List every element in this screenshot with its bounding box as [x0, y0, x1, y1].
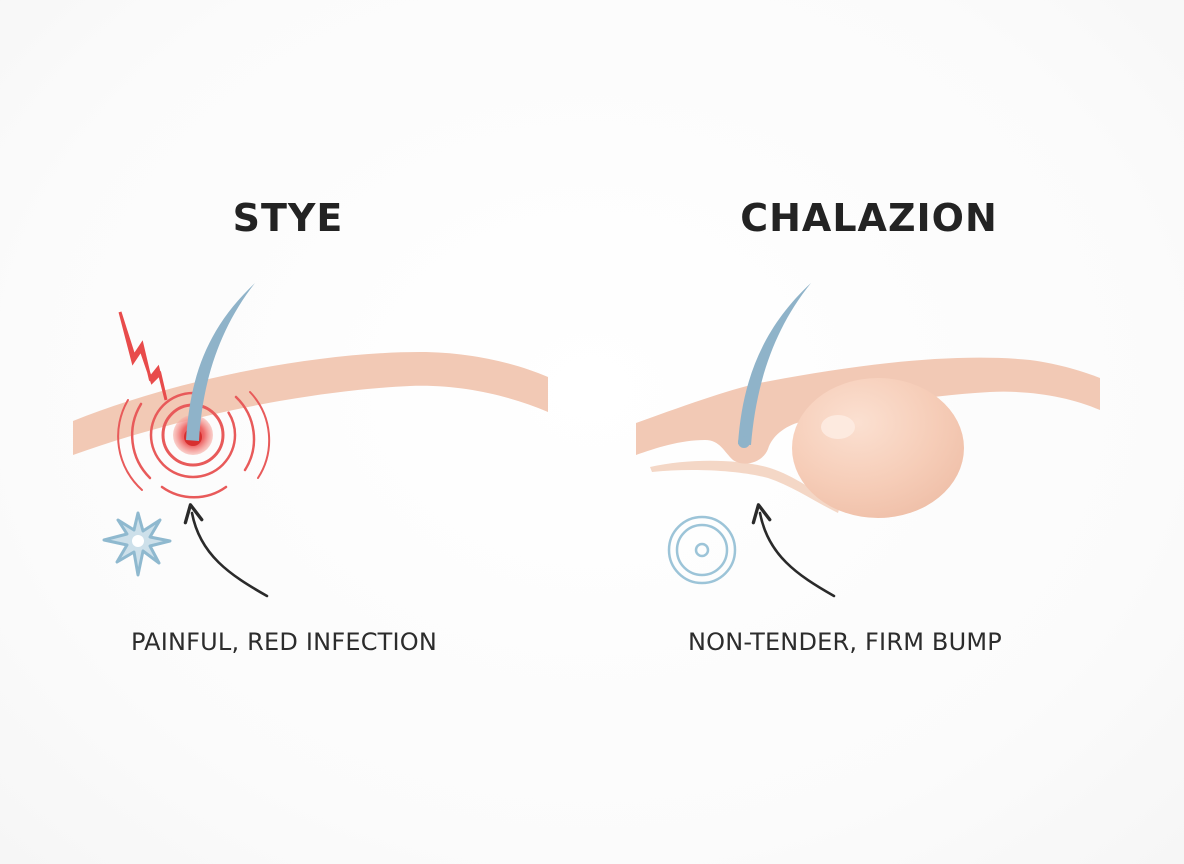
- chalazion-lower-lid-line: [650, 460, 840, 513]
- chalazion-eyelash: [738, 283, 811, 445]
- stye-illustration: [73, 283, 548, 598]
- concentric-circle-icon: [667, 515, 737, 585]
- chalazion-pointer-arrow: [751, 503, 836, 598]
- stye-eyelid: [73, 352, 548, 455]
- chalazion-caption: NON-TENDER, FIRM BUMP: [688, 628, 1002, 656]
- starburst-icon: [102, 511, 172, 577]
- lightning-bolt-icon: [118, 311, 168, 401]
- chalazion-bump: [792, 378, 964, 518]
- stye-pointer-arrow: [183, 503, 269, 598]
- stye-caption: PAINFUL, RED INFECTION: [130, 628, 438, 656]
- chalazion-eyelid: [636, 357, 1100, 464]
- chalazion-illustration: [636, 283, 1100, 598]
- bump-highlight: [821, 415, 855, 439]
- stye-title: STYE: [232, 196, 344, 240]
- stye-eyelash: [186, 283, 255, 441]
- chalazion-title: CHALAZION: [740, 196, 998, 240]
